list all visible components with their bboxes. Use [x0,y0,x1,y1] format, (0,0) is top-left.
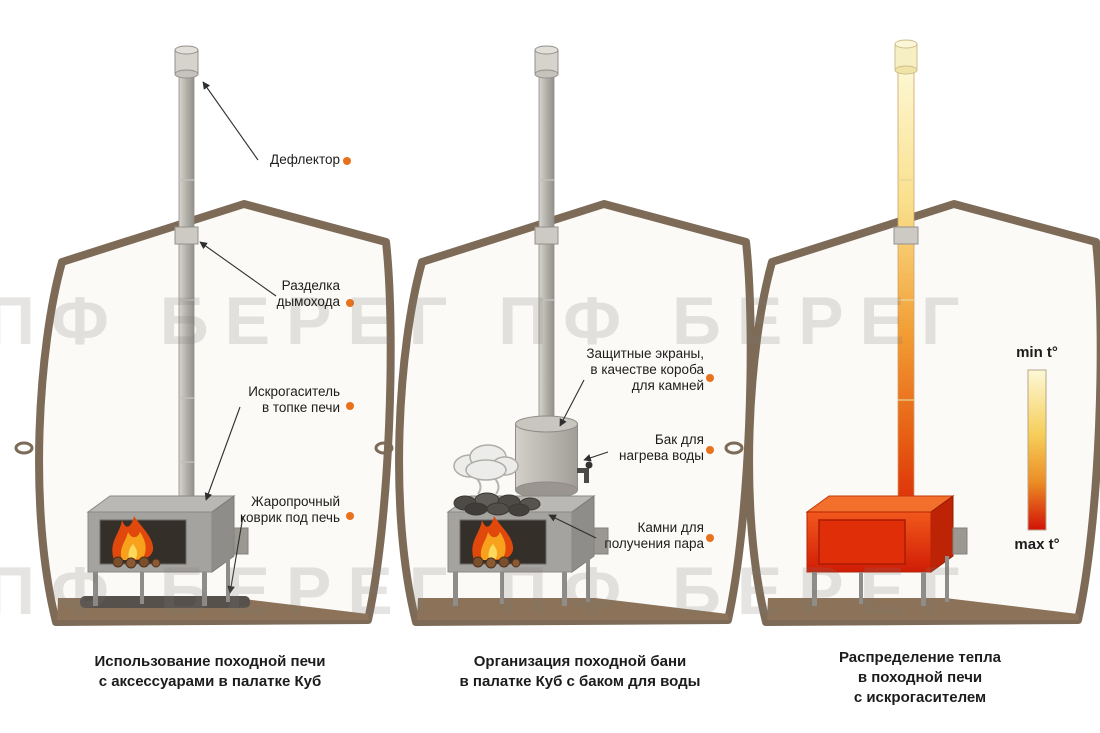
panel-2-tent [376,45,751,622]
label-chimney-flashing: Разделка дымохода [276,278,340,309]
chimney-collar [534,226,559,245]
water-tank [515,415,593,499]
label-dots-2 [706,374,714,542]
deflector-icon [534,45,559,79]
label-deflector: Дефлектор [270,152,340,167]
steam-icon [453,444,519,495]
caption-panel-2: Организация походной бани в палатке Куб … [459,653,701,690]
label-water-tank: Бак для нагрева воды [619,432,704,463]
stones [453,492,541,517]
panel-3-tent [726,39,1100,622]
chimney-collar [893,226,919,245]
chimney-collar [174,226,199,245]
heat-legend-bar [1027,369,1047,531]
label-protective-screens: Защитные экраны, в качестве короба для к… [586,346,704,393]
panel-1-tent [16,45,391,622]
deflector-icon [174,45,199,79]
deflector-icon [894,39,918,75]
chimney-1 [174,45,199,511]
caption-panel-3: Распределение тепла в походной печи с ис… [838,649,1001,706]
label-spark-arrester: Искрогаситель в топке печи [248,384,340,415]
leader-lines-2 [548,379,609,539]
label-dots-1 [343,157,354,520]
heat-mat [80,596,250,608]
tap-icon [577,461,593,483]
legend-min-label: min t° [1016,344,1058,361]
chimney-heat [893,39,919,511]
label-heat-mat: Жаропрочный коврик под печь [239,494,340,525]
stove-hot [805,495,968,606]
leader-lines-1 [199,81,277,594]
caption-panel-1: Использование походной печи с аксессуара… [94,653,326,690]
label-steam-stones: Камни для получения пара [604,520,704,551]
legend-max-label: max t° [1014,536,1060,553]
